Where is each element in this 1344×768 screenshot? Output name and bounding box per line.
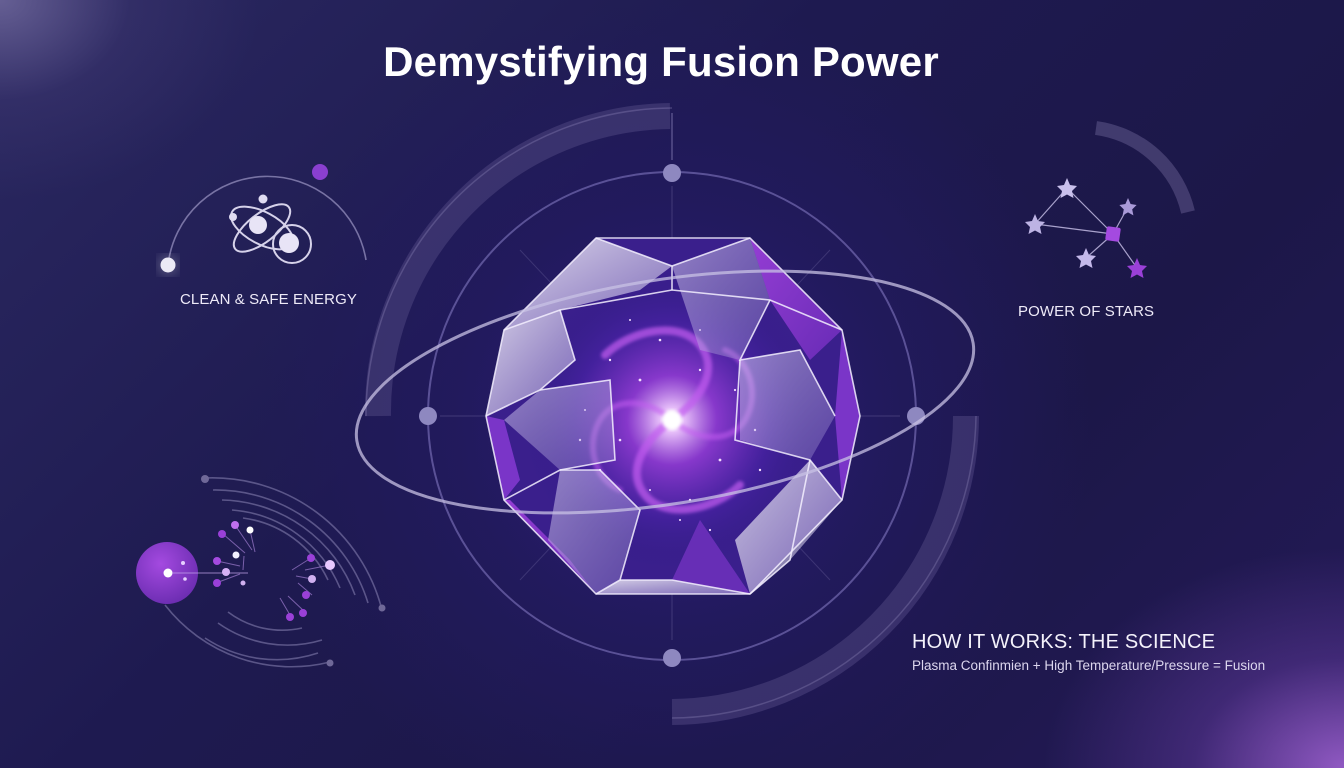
particle-burst-icon: [136, 475, 386, 668]
ring-node-bottom: [663, 649, 681, 667]
stars-arc: [1094, 121, 1195, 214]
atom-icon: [229, 194, 312, 264]
ring-node-left: [419, 407, 437, 425]
feature-label-power-of-stars: POWER OF STARS: [1018, 303, 1155, 320]
page-title: Demystifying Fusion Power: [383, 38, 939, 85]
orbit-ellipse: [354, 269, 976, 515]
constellation-icon: [1025, 178, 1147, 278]
science-heading: HOW IT WORKS: THE SCIENCE: [912, 631, 1216, 653]
fusion-core-polyhedron-icon: [485, 237, 861, 595]
ring-node-top: [663, 164, 681, 182]
clean-energy-arc: [158, 164, 367, 275]
feature-label-clean-energy: CLEAN & SAFE ENERGY: [180, 291, 357, 308]
science-formula: Plasma Confinmien + High Temperature/Pre…: [912, 658, 1266, 673]
orbit-rings: [364, 103, 979, 725]
